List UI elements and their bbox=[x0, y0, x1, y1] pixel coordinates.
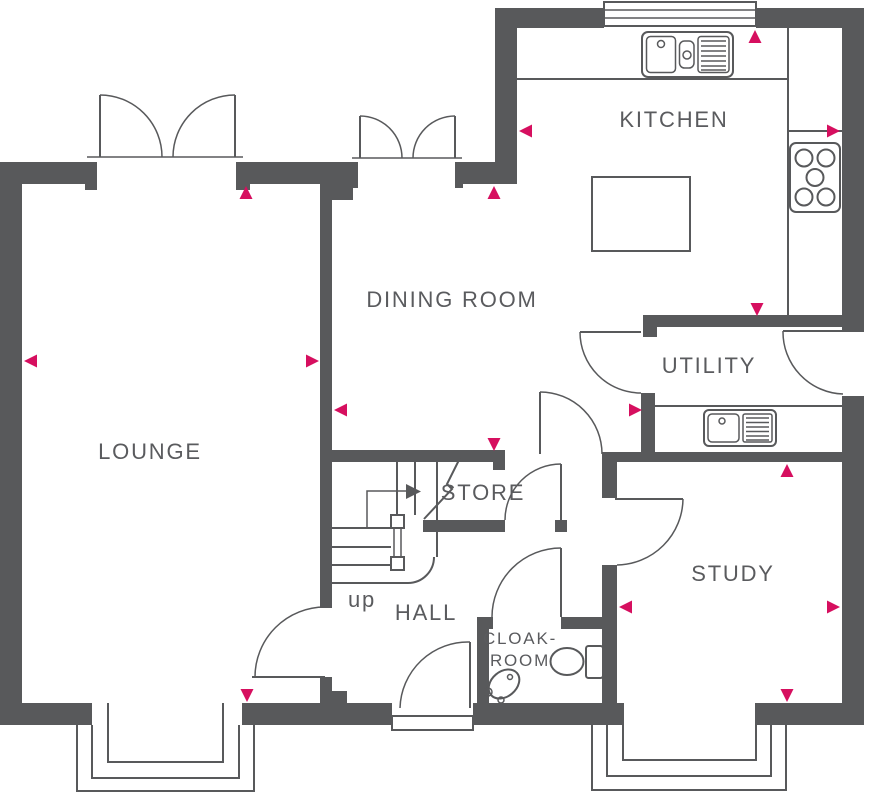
draining-board-icon bbox=[697, 35, 730, 74]
door-dining-to-utility bbox=[579, 331, 642, 394]
kitchen-window bbox=[603, 0, 757, 28]
room-label-cloakroom-line-2: ROOM bbox=[490, 651, 550, 670]
dimension-marker-up bbox=[487, 186, 501, 199]
dimension-marker-up bbox=[748, 30, 762, 43]
bay-window-lounge bbox=[76, 703, 255, 792]
dimension-marker-left bbox=[24, 354, 37, 368]
dimension-marker-left bbox=[519, 124, 532, 138]
french-doors-dining bbox=[352, 115, 462, 159]
room-label-kitchen: KITCHEN bbox=[619, 107, 728, 132]
toilet-icon bbox=[549, 645, 604, 679]
room-label-utility: UTILITY bbox=[662, 353, 757, 378]
room-label-dining-room: DINING ROOM bbox=[366, 287, 537, 312]
bay-window-study bbox=[591, 703, 787, 791]
kitchen-island bbox=[591, 176, 691, 252]
dimension-marker-right bbox=[629, 403, 642, 417]
utility-sink-icon bbox=[703, 409, 777, 447]
door-cloakroom bbox=[491, 547, 562, 618]
room-label-study: STUDY bbox=[691, 561, 775, 586]
dimension-marker-right bbox=[827, 600, 840, 614]
walls bbox=[0, 8, 864, 725]
stairs-direction-arrow-icon bbox=[366, 484, 421, 528]
dimension-marker-up bbox=[239, 186, 253, 199]
room-label-cloakroom-line-1: CLOAK- bbox=[483, 629, 557, 648]
dimension-marker-right bbox=[306, 354, 319, 368]
door-study bbox=[615, 498, 684, 566]
kitchen-sink-icon bbox=[641, 31, 734, 78]
dimension-marker-right bbox=[827, 124, 840, 138]
front-door bbox=[391, 641, 474, 731]
door-hall-to-kitchen bbox=[539, 391, 603, 455]
door-store bbox=[504, 463, 562, 521]
room-label-store: STORE bbox=[441, 480, 525, 505]
wash-basin-icon bbox=[483, 668, 521, 704]
dimension-marker-up bbox=[780, 464, 794, 477]
dimension-marker-down bbox=[750, 303, 764, 316]
dimension-marker-left bbox=[619, 600, 632, 614]
french-doors-lounge bbox=[87, 94, 243, 158]
dimension-markers bbox=[24, 30, 840, 702]
dimension-marker-left bbox=[334, 403, 347, 417]
room-labels: LOUNGE DINING ROOM KITCHEN UTILITY STORE HALL… bbox=[98, 107, 775, 670]
staircase bbox=[332, 457, 461, 584]
door-lounge bbox=[252, 606, 326, 678]
room-label-lounge: LOUNGE bbox=[98, 439, 202, 464]
dimension-marker-down bbox=[240, 689, 254, 702]
hob-icon bbox=[789, 142, 841, 213]
room-label-hall: HALL bbox=[395, 600, 457, 625]
door-utility-external bbox=[782, 330, 844, 395]
dimension-marker-down bbox=[487, 438, 501, 451]
dimension-marker-down bbox=[780, 689, 794, 702]
room-label-stairs-up: up bbox=[348, 587, 376, 612]
stairs-break-line bbox=[423, 457, 461, 520]
